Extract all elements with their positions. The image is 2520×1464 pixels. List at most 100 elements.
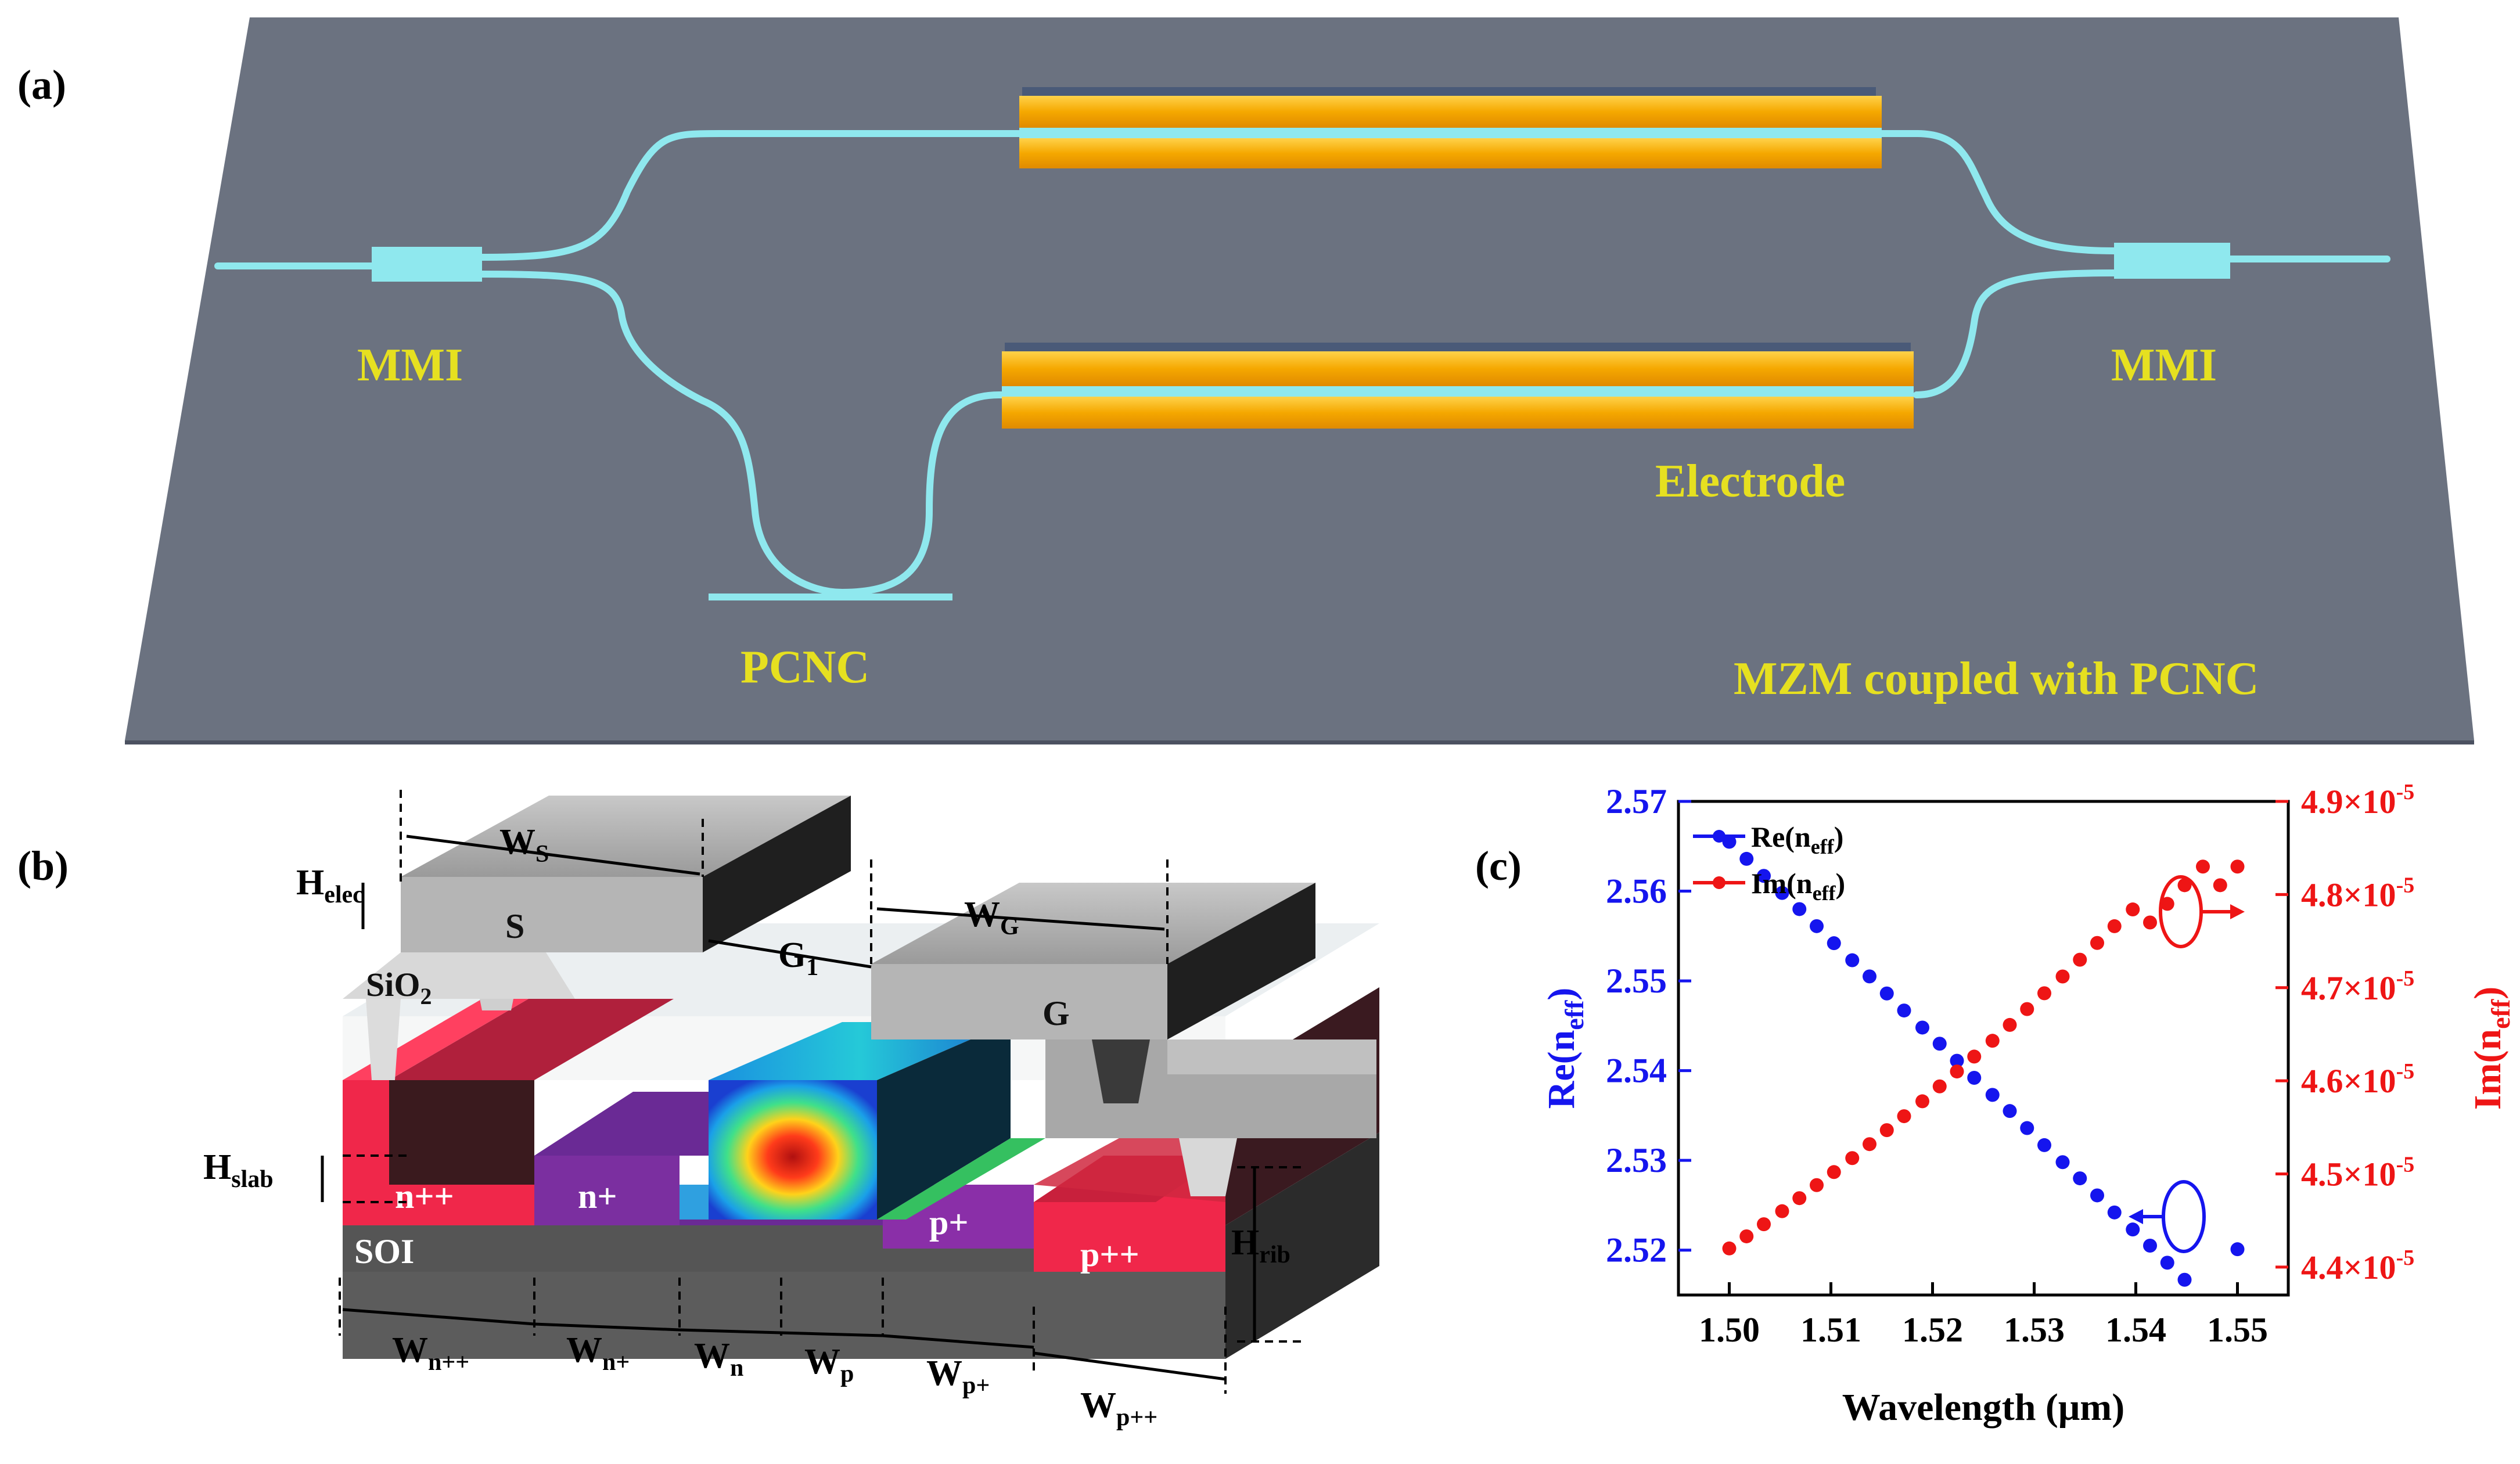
panel-b: (b) bbox=[17, 790, 1379, 1431]
label-h-slab: Hslab bbox=[203, 1148, 274, 1193]
y-right-tick-label: 4.4×10-5 bbox=[2301, 1246, 2414, 1286]
electrode-label: Electrode bbox=[1655, 456, 1845, 507]
data-point-re bbox=[1897, 1003, 1911, 1018]
label-h-rib: Hrib bbox=[1231, 1223, 1290, 1268]
mmi-left-block bbox=[372, 247, 482, 282]
x-axis-label: Wavelength (μm) bbox=[1842, 1386, 2125, 1429]
data-point-re bbox=[2126, 1222, 2140, 1237]
label-p-plus-plus: p++ bbox=[1080, 1235, 1139, 1274]
data-point-re bbox=[2090, 1188, 2104, 1203]
data-point-re bbox=[1722, 834, 1737, 849]
data-point-im bbox=[1950, 1064, 1964, 1079]
dimension-guides bbox=[339, 790, 1301, 1394]
mmi-right-block bbox=[2114, 243, 2230, 279]
label-w-np: Wn+ bbox=[566, 1330, 630, 1376]
x-tick-label: 1.51 bbox=[1800, 1311, 1861, 1349]
label-w-pp: Wp+ bbox=[926, 1354, 990, 1399]
label-w-p: Wp bbox=[804, 1342, 854, 1387]
data-point-re bbox=[2177, 1272, 2192, 1287]
label-signal-electrode: S bbox=[505, 907, 524, 945]
data-point-re bbox=[1915, 1020, 1929, 1035]
data-point-re bbox=[1950, 1053, 1964, 1068]
waveguide-network bbox=[214, 130, 2390, 596]
data-point-im bbox=[1722, 1241, 1737, 1256]
data-point-re bbox=[1775, 886, 1789, 900]
data-point-im bbox=[1810, 1178, 1824, 1192]
data-point-im bbox=[1757, 1217, 1771, 1232]
data-point-im bbox=[1845, 1151, 1860, 1166]
region-n-plus bbox=[534, 1156, 680, 1225]
label-soi: SOI bbox=[354, 1232, 414, 1271]
optical-mode-profile bbox=[709, 1080, 877, 1220]
data-point-re bbox=[2160, 1256, 2174, 1270]
label-p-plus: p+ bbox=[929, 1203, 969, 1242]
data-point-im bbox=[2073, 952, 2087, 967]
data-point-im bbox=[2055, 969, 2070, 984]
data-point-re bbox=[1810, 919, 1824, 933]
y-right-tick-label: 4.5×10-5 bbox=[2301, 1153, 2414, 1193]
label-n-plus: n+ bbox=[578, 1177, 617, 1215]
x-tick-label: 1.52 bbox=[1902, 1311, 1963, 1349]
data-point-re bbox=[2073, 1171, 2087, 1186]
data-point-im bbox=[2213, 878, 2227, 893]
label-sio2: SiO2 bbox=[366, 966, 432, 1009]
data-point-im bbox=[2003, 1017, 2017, 1032]
data-point-im bbox=[2126, 902, 2140, 917]
data-point-im bbox=[2020, 1002, 2034, 1016]
data-point-re bbox=[1827, 936, 1841, 951]
y-axis-right-label: Im(neff) bbox=[2467, 987, 2515, 1110]
data-point-im bbox=[2037, 986, 2051, 1001]
y-right-tick-label: 4.6×10-5 bbox=[2301, 1059, 2414, 1100]
data-point-re bbox=[1739, 851, 1754, 866]
data-point-re bbox=[1932, 1037, 1947, 1051]
data-point-im bbox=[2230, 859, 2245, 874]
mmi-left-label: MMI bbox=[357, 340, 463, 391]
y-left-tick-label: 2.56 bbox=[1606, 872, 1667, 911]
pcnc-label: PCNC bbox=[740, 642, 869, 693]
label-w-n: Wn bbox=[694, 1336, 743, 1382]
data-point-re bbox=[1985, 1088, 2000, 1102]
y-right-tick-label: 4.9×10-5 bbox=[2301, 780, 2414, 821]
series-axis-indicators bbox=[2129, 875, 2245, 1253]
legend-re: Re(neff) bbox=[1751, 821, 1843, 858]
data-point-im bbox=[1863, 1137, 1876, 1152]
data-point-im bbox=[1932, 1079, 1947, 1093]
data-point-re bbox=[1792, 902, 1807, 916]
pcnc-bar bbox=[709, 593, 952, 600]
y-right-tick-label: 4.7×10-5 bbox=[2301, 966, 2414, 1007]
mmi-right-label: MMI bbox=[2111, 340, 2217, 391]
label-ws: WS bbox=[499, 822, 549, 868]
data-point-im bbox=[1739, 1229, 1754, 1243]
data-point-im bbox=[1775, 1204, 1789, 1218]
data-point-re bbox=[2020, 1121, 2034, 1135]
electrode-upper bbox=[1019, 87, 1882, 168]
data-point-im bbox=[1897, 1109, 1911, 1124]
label-ground-electrode: G bbox=[1042, 994, 1070, 1033]
label-h-elec: Helec bbox=[296, 863, 364, 908]
y-left-tick-label: 2.55 bbox=[1606, 962, 1667, 1000]
data-point-im bbox=[1879, 1123, 1894, 1138]
data-point-im bbox=[2160, 897, 2174, 911]
data-point-re bbox=[2055, 1155, 2070, 1170]
label-g1: G1 bbox=[778, 936, 818, 981]
y-right-tick-label: 4.8×10-5 bbox=[2301, 873, 2414, 913]
electrode-signal bbox=[343, 796, 851, 1080]
panel-a: (a) MMI MMI E bbox=[17, 17, 2474, 744]
data-point-im bbox=[1827, 1165, 1841, 1179]
label-wg: WG bbox=[964, 895, 1019, 940]
data-point-re bbox=[2003, 1104, 2017, 1118]
legend-im: Im(neff) bbox=[1751, 867, 1845, 905]
label-w-npp: Wn++ bbox=[392, 1330, 469, 1376]
y-axis-left-label: Re(neff) bbox=[1540, 988, 1589, 1109]
x-tick-label: 1.54 bbox=[2105, 1311, 2166, 1349]
plot-frame bbox=[1677, 800, 2290, 1297]
data-point-im bbox=[2196, 859, 2210, 874]
dimension-arrows bbox=[321, 834, 1256, 1381]
data-point-im bbox=[2143, 915, 2157, 930]
x-tick-label: 1.50 bbox=[1699, 1311, 1760, 1349]
data-point-im bbox=[2177, 878, 2192, 893]
data-point-re bbox=[1863, 969, 1876, 984]
